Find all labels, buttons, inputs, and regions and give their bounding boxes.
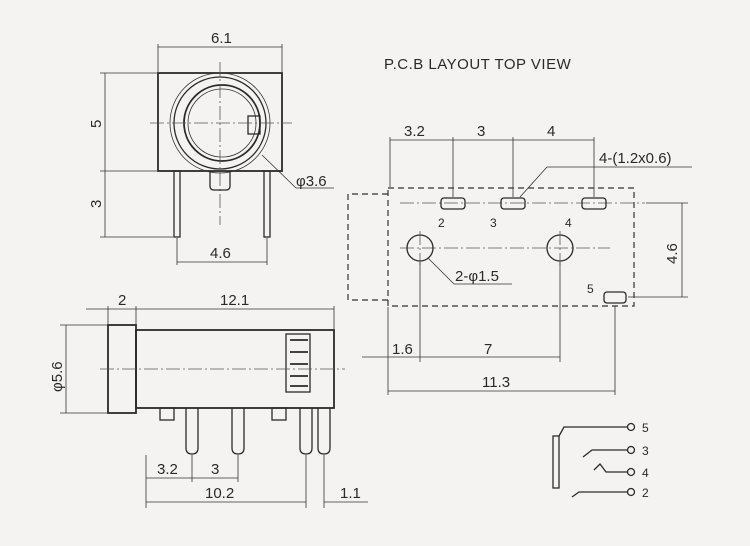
pcb-pad-size-label: 4-(1.2x0.6) [599,150,672,167]
leader-line [519,166,548,198]
front-pin-spacing-label: 4.6 [210,245,231,262]
schematic-sleeve [552,435,560,489]
pad-4-label: 4 [565,216,572,230]
schematic-pin-2-label: 2 [642,486,649,500]
pad-3-label: 3 [490,216,497,230]
side-diameter-label: φ5.6 [49,361,66,392]
side-standoff [271,407,287,421]
pcb-hole-spacing-label: 7 [484,341,492,358]
front-pin-right [263,170,271,238]
front-lower-height-label: 3 [88,200,105,208]
schematic-pin-5-label: 5 [642,421,649,435]
side-pin-2 [231,408,245,455]
leader-line [427,257,455,285]
pcb-outline [387,187,635,307]
pad-2 [440,197,466,210]
pcb-pitch-b-label: 3 [477,123,485,140]
pcb-pitch-a-label: 3.2 [404,123,425,140]
side-latch-window [285,333,311,393]
pad-5-label: 5 [587,282,594,296]
schematic-line-5 [558,426,627,437]
drawing-title: P.C.B LAYOUT TOP VIEW [384,56,572,73]
front-upper-height-label: 5 [88,120,105,128]
pcb-layout: 2 3 4 5 3.2 3 4 4-(1.2x0.6) 2-φ1.5 4.6 [347,123,692,395]
side-pin-3 [299,408,313,455]
pcb-hole-label: 2-φ1.5 [455,268,499,285]
leader-line [261,154,297,189]
schematic-terminal-5 [626,422,636,432]
pcb-overall-label: 11.3 [482,374,510,391]
front-bore-label: φ3.6 [296,173,327,190]
schematic-terminal-2 [626,487,636,497]
pad-4 [581,197,607,210]
pad-2-label: 2 [438,216,445,230]
side-span-label: 10.2 [205,485,234,502]
side-pitch-a-label: 3.2 [157,461,178,478]
side-length-label: 12.1 [220,292,249,309]
front-contact-tab [247,115,261,135]
side-pin-1 [185,408,199,455]
side-flange-label: 2 [118,292,126,309]
schematic-pin-4-label: 4 [642,466,649,480]
pcb-height-label: 4.6 [664,243,681,264]
front-bottom-nub [209,171,231,191]
schematic-pin-3-label: 3 [642,444,649,458]
pin-schematic: 5 3 4 2 [552,421,649,500]
front-pin-left [173,170,181,238]
front-width-label: 6.1 [211,30,232,47]
pcb-offset-label: 1.6 [392,341,413,358]
schematic-terminal-4 [626,467,636,477]
side-pitch-b-label: 3 [211,461,219,478]
schematic-line-2 [571,491,627,498]
pad-5 [603,291,627,304]
side-standoff [159,407,175,421]
side-view: 2 12.1 φ5.6 3.2 3 10.2 1.1 [49,292,368,508]
side-pin-4 [317,408,331,455]
front-view: 6.1 5 3 4.6 φ3.6 [88,30,334,265]
schematic-terminal-3 [626,445,636,455]
side-offset-label: 1.1 [340,485,361,502]
schematic-line-4 [593,463,627,473]
pad-3 [500,197,526,210]
schematic-line-3 [582,449,627,458]
pcb-pitch-c-label: 4 [547,123,555,140]
pcb-nose-outline [347,193,388,301]
